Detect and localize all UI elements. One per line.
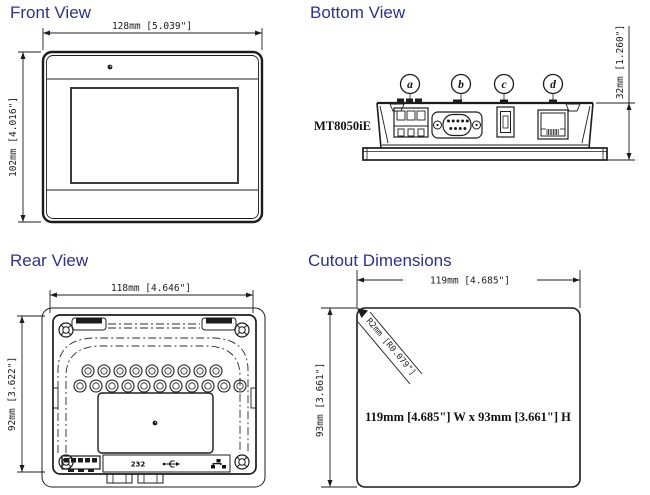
ethernet-port-connector bbox=[537, 109, 569, 140]
front-width-label: 128mm [5.039"] bbox=[112, 21, 192, 32]
rear-height-dimension: 92mm [3.622"] bbox=[7, 315, 45, 473]
corner-screws bbox=[58, 322, 250, 470]
rear-width-dimension: 118mm [4.646"] bbox=[49, 283, 254, 313]
port-letter-b: b bbox=[458, 79, 464, 91]
port-callout-b: b bbox=[450, 73, 472, 102]
front-width-dimension: 128mm [5.039"] bbox=[42, 21, 263, 50]
bottom-view-title: Bottom View bbox=[310, 3, 406, 22]
rear-bottom-strip: 232 bbox=[61, 454, 231, 484]
port-callout-c: c bbox=[493, 73, 515, 102]
port-letter-a: a bbox=[407, 79, 413, 91]
ethernet-icon bbox=[211, 459, 226, 469]
front-height-label: 102mm [4.016"] bbox=[8, 97, 19, 177]
cutout-height-label: 93mm [3.661"] bbox=[315, 363, 326, 437]
bottom-view-drawing: MT8050iE a b c d bbox=[314, 25, 635, 161]
cutout-size-note: 119mm [4.685"] W x 93mm [3.661"] H bbox=[365, 410, 571, 424]
rear-view-drawing: 118mm [4.646"] 92mm [3.622"] bbox=[7, 283, 266, 488]
model-label: MT8050iE bbox=[314, 119, 371, 133]
bottom-housing-outline bbox=[362, 98, 608, 161]
port-callout-d: d bbox=[542, 73, 564, 102]
serial-232-label: 232 bbox=[131, 461, 146, 469]
screw-bottom-right bbox=[234, 454, 250, 470]
vent-holes-row1 bbox=[81, 364, 223, 378]
screw-top-right bbox=[234, 322, 250, 338]
screw-top-left bbox=[58, 322, 74, 338]
power-terminal-connector bbox=[393, 107, 429, 138]
port-callout-a: a bbox=[399, 73, 421, 102]
front-view-title: Front View bbox=[10, 3, 91, 22]
db9-serial-connector bbox=[431, 111, 483, 139]
mounting-slot-left bbox=[71, 317, 107, 331]
corner-radius-label: R2mm [R0.079"] bbox=[364, 317, 418, 378]
mounting-slot-right bbox=[201, 317, 237, 331]
cutout-height-dimension: 93mm [3.661"] bbox=[315, 307, 357, 488]
cutout-view-title: Cutout Dimensions bbox=[308, 251, 452, 270]
front-screen bbox=[70, 87, 239, 184]
rear-view-title: Rear View bbox=[10, 251, 89, 270]
cutout-width-label: 119mm [4.685"] bbox=[430, 276, 510, 287]
rear-power-terminal bbox=[61, 455, 101, 472]
front-height-dimension: 102mm [4.016"] bbox=[8, 51, 41, 223]
vent-holes-row2 bbox=[73, 379, 247, 393]
usb-icon bbox=[162, 460, 180, 468]
front-led-indicator bbox=[107, 64, 113, 70]
corner-radius-callout: R2mm [R0.079"] bbox=[357, 308, 423, 385]
front-view-drawing: 128mm [5.039"] 102mm [4.016"] bbox=[8, 21, 264, 224]
rear-width-label: 118mm [4.646"] bbox=[111, 283, 191, 294]
front-panel-outline bbox=[41, 50, 264, 224]
port-letter-d: d bbox=[550, 79, 556, 91]
bottom-depth-label: 32mm [1.260"] bbox=[615, 25, 626, 99]
cutout-rectangle bbox=[356, 307, 581, 488]
port-letter-c: c bbox=[501, 79, 506, 91]
bottom-depth-dimension: 32mm [1.260"] bbox=[596, 25, 635, 161]
usb-port-connector bbox=[496, 106, 515, 138]
rear-height-label: 92mm [3.622"] bbox=[7, 357, 18, 431]
rear-label-recess bbox=[97, 392, 214, 454]
cutout-width-dimension: 119mm [4.685"] bbox=[356, 270, 581, 308]
bottom-tabs bbox=[106, 473, 164, 484]
cutout-drawing: 119mm [4.685"] 93mm [3.661"] R2mm [R0.07… bbox=[315, 270, 581, 488]
